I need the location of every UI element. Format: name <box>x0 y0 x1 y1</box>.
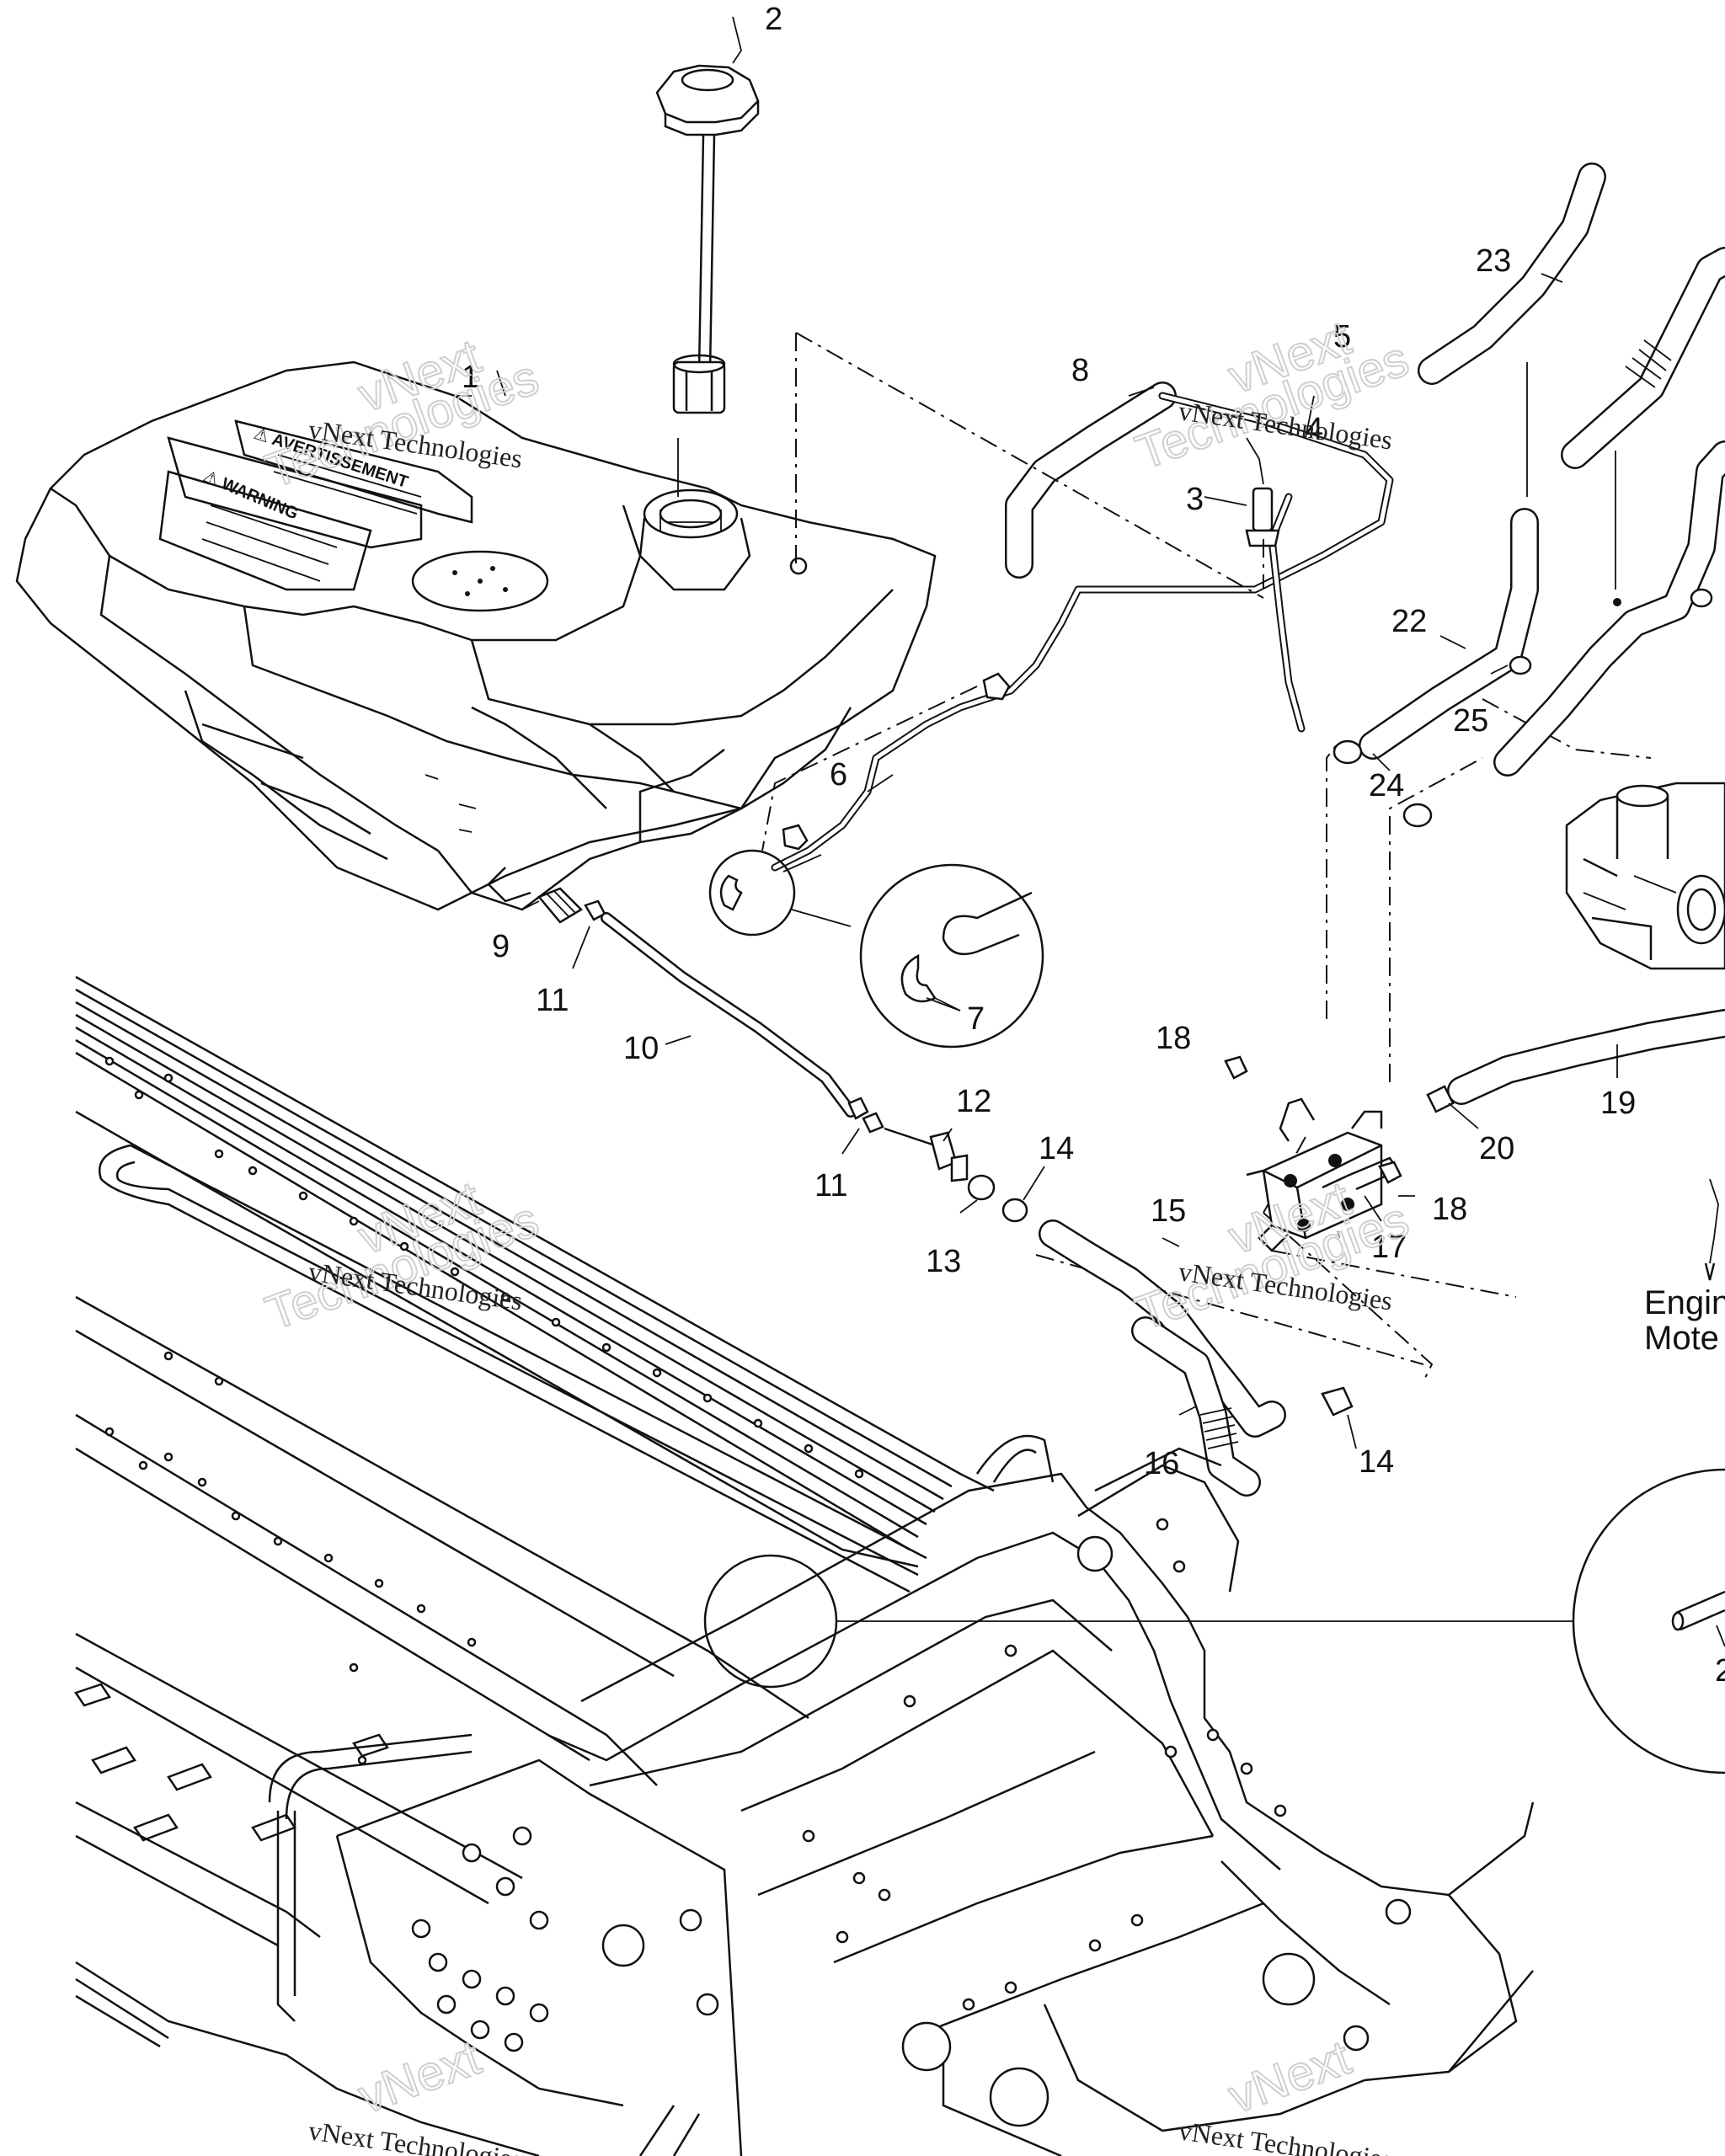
callout-3: 3 <box>1186 482 1204 517</box>
side-plate-holes <box>411 1826 719 2052</box>
callout-18b: 18 <box>1432 1192 1467 1227</box>
callout-13: 13 <box>926 1244 961 1279</box>
callout-7: 7 <box>967 1001 985 1037</box>
engine-label-line2: Mote <box>1644 1320 1719 1357</box>
callout-10: 10 <box>623 1031 659 1066</box>
chassis-frame <box>74 975 1535 2156</box>
callout-22: 22 <box>1391 604 1427 639</box>
fuel-pump <box>1224 1055 1402 1252</box>
hose-16 <box>1131 1316 1261 1497</box>
assembly-lines <box>761 332 1652 1382</box>
callout-17: 17 <box>1371 1230 1407 1265</box>
fuel-line-main <box>537 887 1354 1438</box>
watermark-5-big-line1: vNext <box>351 2030 488 2124</box>
watermark-6-caption: vNext Technologies <box>1177 2115 1394 2156</box>
fuel-cap-gauge <box>655 16 760 497</box>
callout-18a: 18 <box>1156 1021 1191 1056</box>
callout-1: 1 <box>462 360 479 395</box>
callout-15: 15 <box>1151 1193 1186 1229</box>
callout-11a: 11 <box>536 983 569 1018</box>
callout-5: 5 <box>1333 319 1351 355</box>
carburetor <box>1565 782 1725 970</box>
callout-11b: 11 <box>814 1168 847 1203</box>
callout-2: 2 <box>765 2 782 37</box>
watermark-5: vNext vNext Technologies <box>307 2029 524 2156</box>
detail-circle-right <box>703 1468 1725 1774</box>
callout-19: 19 <box>1600 1086 1636 1121</box>
leader-lines <box>455 273 1618 1449</box>
hoses-right <box>1332 163 1725 1281</box>
callout-20: 20 <box>1479 1131 1514 1166</box>
callout-14a: 14 <box>1039 1131 1074 1166</box>
vent-hoses <box>771 382 1394 872</box>
running-board-slots <box>74 1683 389 1842</box>
callout-12: 12 <box>956 1084 991 1119</box>
callout-4: 4 <box>1306 412 1323 447</box>
callout-8: 8 <box>1071 353 1089 388</box>
callout-24: 24 <box>1369 768 1404 803</box>
detail-circle-clip <box>708 849 1044 1049</box>
callout-6: 6 <box>830 757 847 792</box>
callout-23: 23 <box>1476 243 1511 279</box>
tunnel-rivets <box>104 1056 864 1765</box>
engine-label-line1: Engin <box>1644 1284 1725 1321</box>
callout-25: 25 <box>1453 703 1488 739</box>
callout-labels: 1 2 3 4 5 6 7 8 9 10 11 11 12 13 14 14 1… <box>462 2 1725 1689</box>
callout-16: 16 <box>1144 1446 1179 1481</box>
callout-21-partial: 2 <box>1715 1653 1725 1689</box>
callout-14b: 14 <box>1359 1444 1394 1480</box>
callout-9: 9 <box>492 929 510 964</box>
